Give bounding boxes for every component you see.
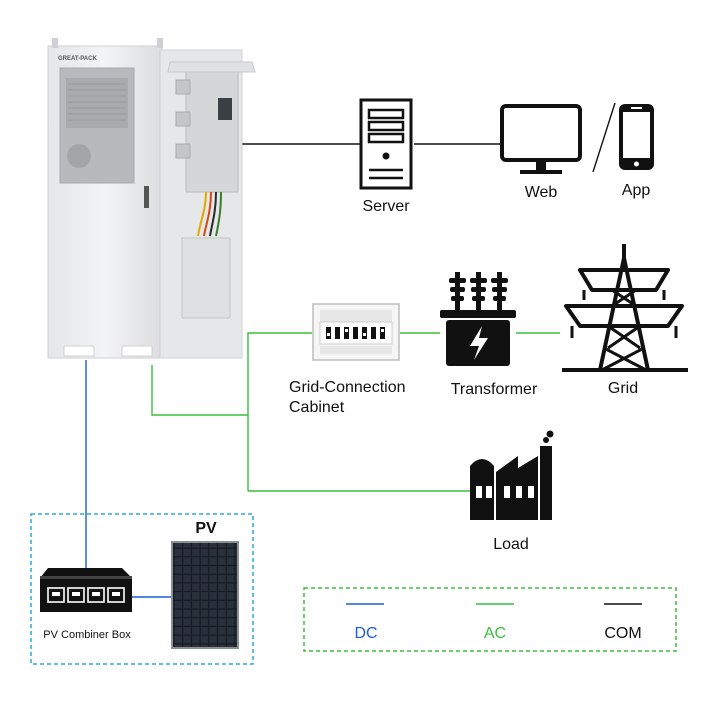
grid-connection-label: Grid-Connection	[289, 379, 406, 396]
pv-combiner-box-label: PV Combiner Box	[43, 629, 131, 641]
server-tower-icon	[359, 98, 413, 190]
web-label: Web	[524, 184, 558, 201]
legend-ac-label: AC	[483, 625, 507, 642]
transformer-icon	[440, 272, 516, 366]
smartphone-icon	[619, 104, 654, 170]
legend-com-label: COM	[604, 625, 642, 642]
power-pylon-icon	[562, 244, 688, 372]
server-label: Server	[362, 198, 410, 215]
storage-cabinet	[47, 38, 256, 359]
transformer-label: Transformer	[450, 381, 538, 398]
grid-label: Grid	[607, 380, 639, 397]
load-label: Load	[493, 536, 529, 553]
cabinet-label: Cabinet	[289, 399, 345, 416]
ac-lines	[151, 332, 560, 492]
pv-group-border	[30, 513, 254, 665]
legend-border	[303, 587, 677, 652]
legend-dc-label: DC	[354, 625, 378, 642]
combiner-box-icon	[40, 568, 132, 612]
app-label: App	[621, 182, 651, 199]
dc-lines	[85, 360, 172, 598]
pv-label: PV	[195, 520, 217, 537]
com-lines	[238, 102, 616, 173]
factory-icon	[470, 430, 554, 520]
breaker-panel-icon	[312, 303, 400, 361]
monitor-icon	[500, 104, 582, 174]
cabinet-brand-text: GREAT-PACK	[58, 56, 97, 62]
solar-panel-icon	[171, 541, 239, 649]
